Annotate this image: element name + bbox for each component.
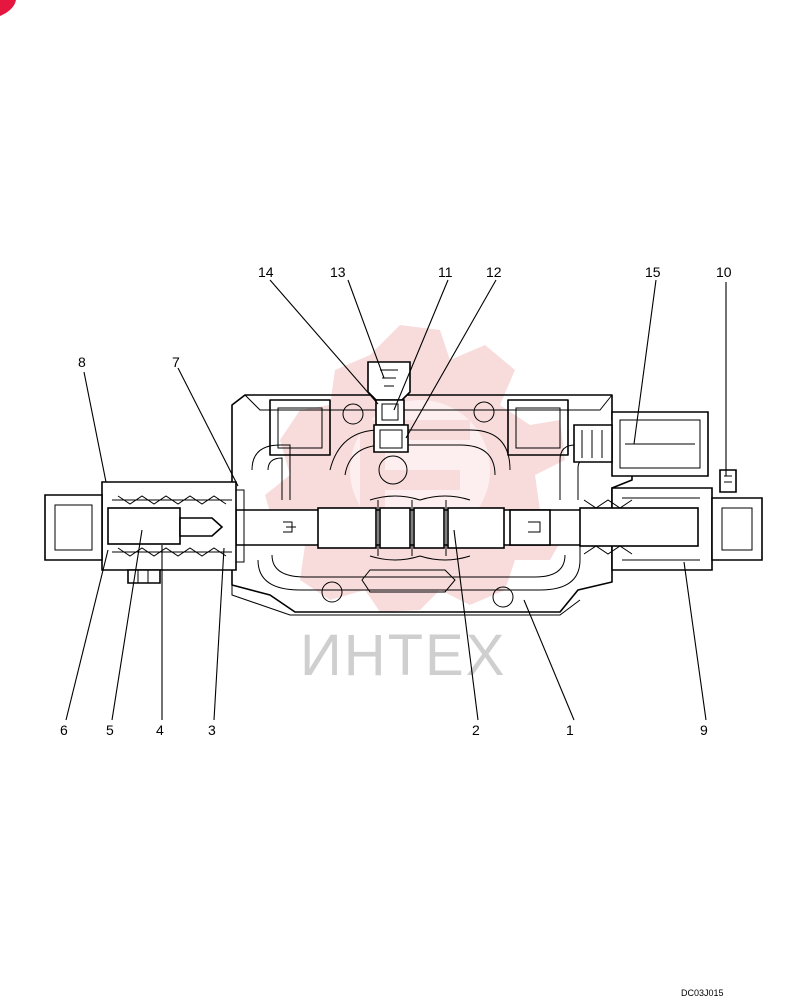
callout-6: 6 xyxy=(60,722,68,738)
callout-11: 11 xyxy=(438,264,453,280)
callout-13: 13 xyxy=(330,264,346,280)
callout-7: 7 xyxy=(172,354,180,370)
callout-labels: 1 2 3 4 5 6 7 8 9 10 11 12 13 14 15 xyxy=(60,264,732,738)
callout-4: 4 xyxy=(156,722,164,738)
leader-lines xyxy=(65,279,727,721)
spool xyxy=(235,495,613,561)
callout-2: 2 xyxy=(472,722,480,738)
callout-9: 9 xyxy=(700,722,708,738)
callout-10: 10 xyxy=(716,264,732,280)
drawing-code: DC03J015 xyxy=(681,988,724,998)
callout-5: 5 xyxy=(106,722,114,738)
relief-valve-assembly xyxy=(367,361,411,453)
right-port-relief xyxy=(573,411,709,477)
callout-12: 12 xyxy=(486,264,502,280)
left-spring-cap xyxy=(44,481,245,584)
callout-1: 1 xyxy=(566,722,574,738)
callout-3: 3 xyxy=(208,722,216,738)
callout-14: 14 xyxy=(258,264,274,280)
corner-badge xyxy=(0,0,16,16)
watermark-text: ИНТЕХ xyxy=(300,623,506,688)
watermark-gear-logo xyxy=(265,325,570,612)
callout-8: 8 xyxy=(78,354,86,370)
right-spring-cap xyxy=(579,469,763,571)
callout-15: 15 xyxy=(645,264,661,280)
